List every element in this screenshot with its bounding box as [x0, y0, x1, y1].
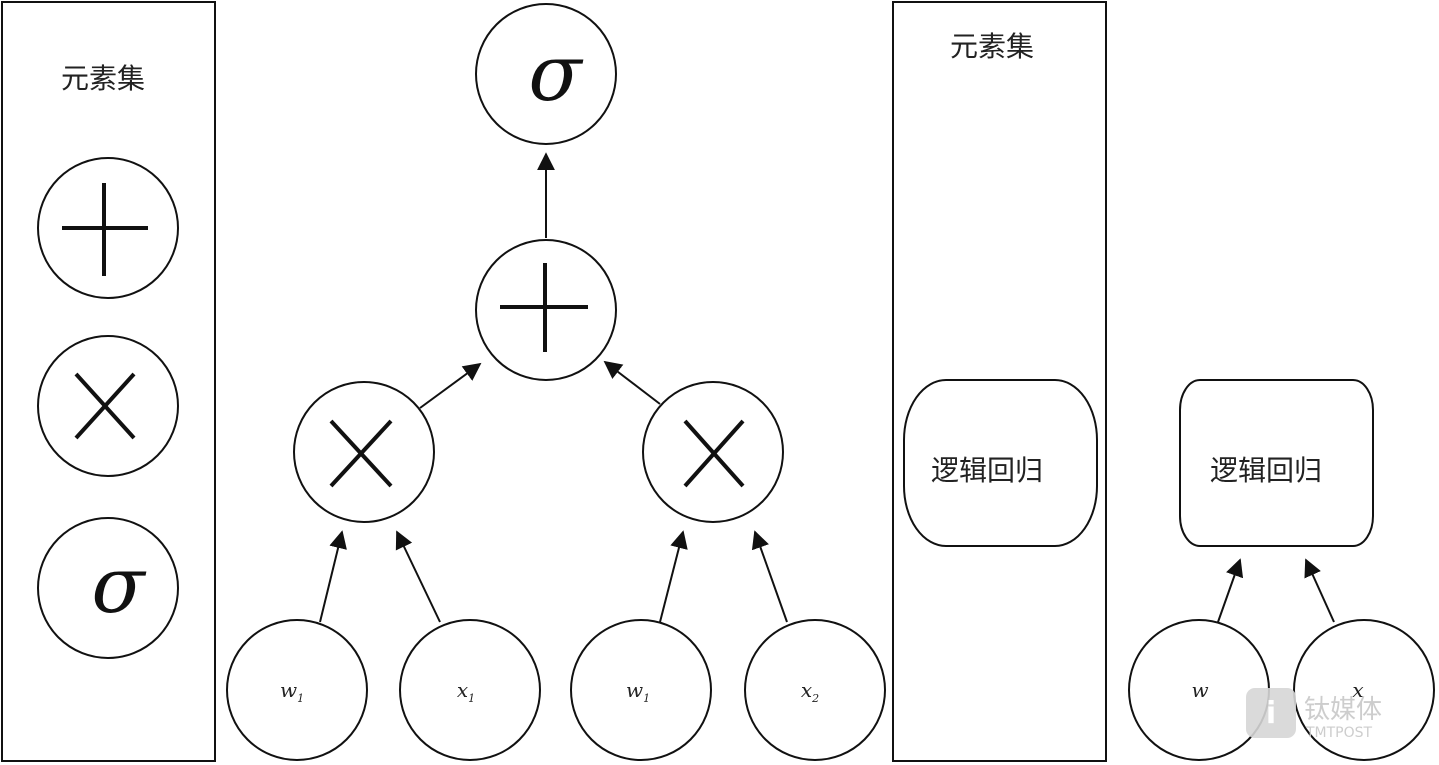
- input-w1b-base: w: [626, 678, 643, 702]
- input-x2-sub: 2: [811, 692, 819, 705]
- right-graph-edges: [1217, 558, 1335, 623]
- element-times: [37, 335, 179, 477]
- right-panel-logreg-block: 逻辑回归: [903, 379, 1098, 547]
- graph-edges: [319, 152, 788, 623]
- left-panel-frame: [1, 1, 216, 762]
- right-input-node-x: x: [1293, 619, 1435, 761]
- input-node-x2: x2: [744, 619, 886, 761]
- left-panel-title: 元素集: [61, 62, 145, 95]
- svg-text:i: i: [1266, 696, 1276, 731]
- right-input-node-w: w: [1128, 619, 1270, 761]
- element-sigma: σ: [37, 517, 179, 659]
- watermark-subtext: TMTPOST: [1305, 725, 1373, 741]
- node-mult-left: [293, 381, 435, 523]
- watermark-logo-icon: [1246, 688, 1296, 738]
- input-x1-base: x: [457, 678, 468, 702]
- right-input-w: w: [1191, 678, 1208, 702]
- node-mult-right: [642, 381, 784, 523]
- input-x1-sub: 1: [468, 692, 475, 705]
- element-plus: [37, 157, 179, 299]
- node-sigma-label: σ: [528, 29, 583, 119]
- input-node-w1: w1: [226, 619, 368, 761]
- input-w1-sub: 1: [297, 692, 304, 705]
- right-graph-logreg-label: 逻辑回归: [1210, 454, 1322, 487]
- right-graph-logreg-block: 逻辑回归: [1179, 379, 1374, 547]
- right-panel-frame: [892, 1, 1107, 762]
- input-w1-base: w: [280, 678, 297, 702]
- svg-text:x2: x2: [801, 678, 819, 705]
- watermark-text: 钛媒体: [1304, 695, 1382, 725]
- sigma-icon: σ: [91, 541, 146, 631]
- input-node-x1: x1: [399, 619, 541, 761]
- right-panel-title: 元素集: [950, 30, 1034, 63]
- input-w1b-sub: 1: [643, 692, 650, 705]
- svg-text:w1: w1: [280, 678, 304, 705]
- input-node-w1b: w1: [570, 619, 712, 761]
- node-sum: [475, 239, 617, 381]
- svg-text:x1: x1: [457, 678, 475, 705]
- right-input-x: x: [1352, 678, 1363, 702]
- input-x2-base: x: [801, 678, 812, 702]
- right-panel-logreg-label: 逻辑回归: [931, 454, 1043, 487]
- node-sigma: σ: [475, 3, 617, 145]
- watermark: i 钛媒体 TMTPOST: [1246, 688, 1382, 741]
- svg-text:w1: w1: [626, 678, 650, 705]
